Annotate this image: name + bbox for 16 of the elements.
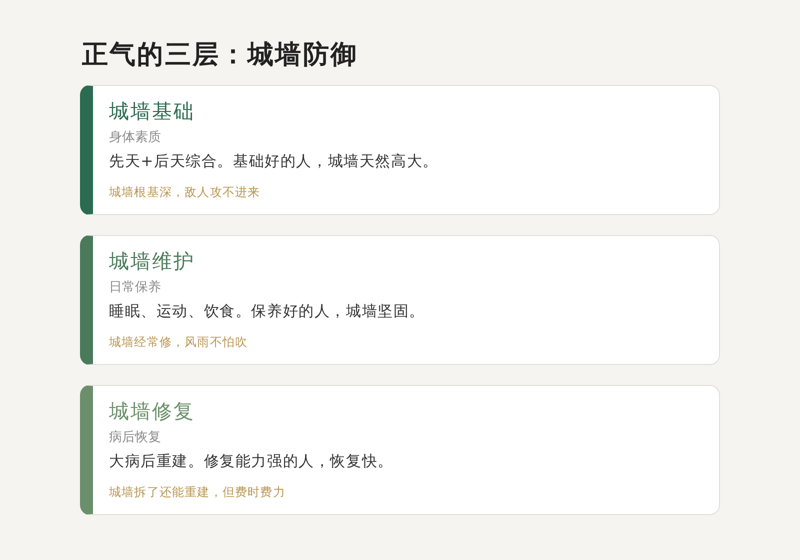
card-heading: 城墙修复 bbox=[109, 398, 195, 425]
card-subtitle: 身体素质 bbox=[109, 129, 161, 147]
layer-card bbox=[80, 235, 720, 365]
layer-card bbox=[80, 385, 720, 515]
card-note: 城墙拆了还能重建，但费时费力 bbox=[109, 484, 286, 501]
card-heading: 城墙基础 bbox=[109, 98, 195, 125]
card-subtitle: 病后恢复 bbox=[109, 429, 161, 447]
page-title: 正气的三层：城墙防御 bbox=[82, 39, 358, 72]
card-subtitle: 日常保养 bbox=[109, 279, 161, 297]
layer-card bbox=[80, 85, 720, 215]
card-note: 城墙根基深，敌人攻不进来 bbox=[109, 184, 260, 201]
card-heading: 城墙维护 bbox=[109, 248, 195, 275]
card-description: 睡眠、运动、饮食。保养好的人，城墙坚固。 bbox=[109, 301, 425, 322]
card-note: 城墙经常修，风雨不怕吹 bbox=[109, 334, 248, 351]
card-description: 先天+后天综合。基础好的人，城墙天然高大。 bbox=[109, 151, 438, 172]
card-description: 大病后重建。修复能力强的人，恢复快。 bbox=[109, 451, 394, 472]
